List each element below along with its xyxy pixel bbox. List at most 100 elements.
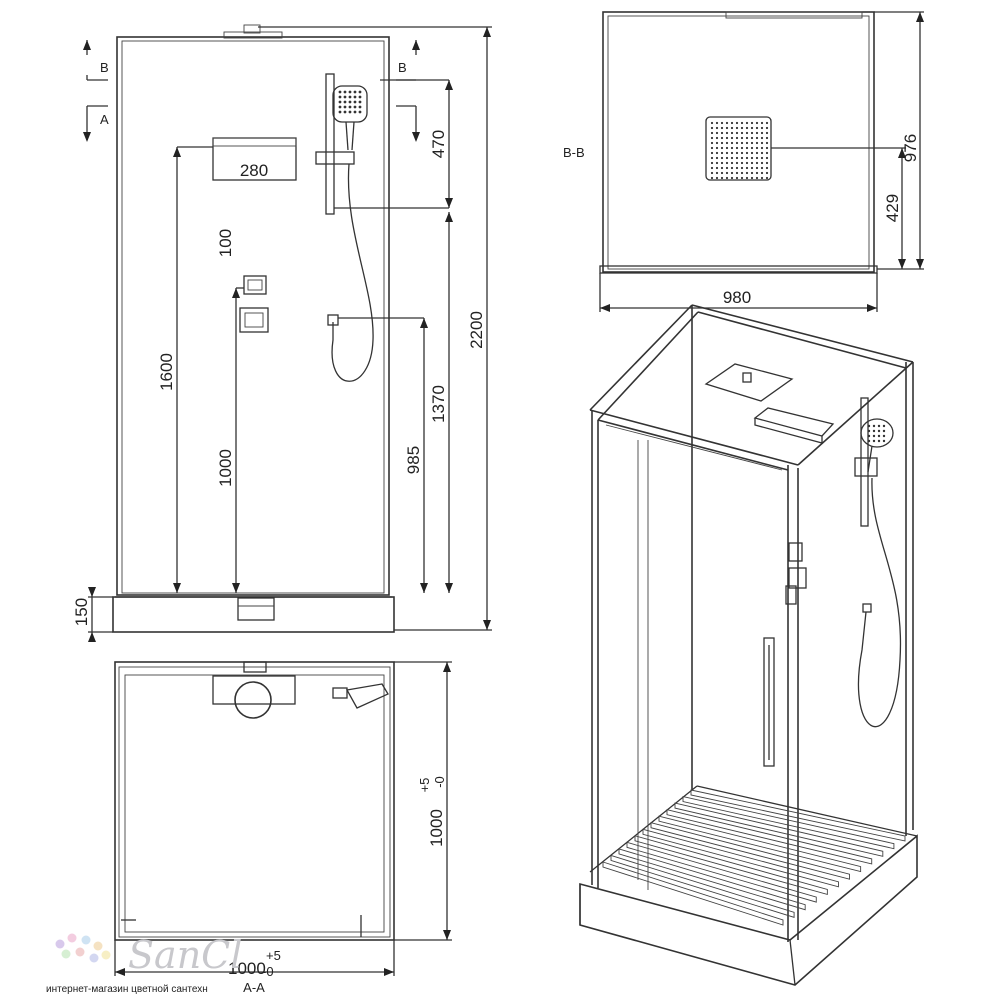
nozzle-dot <box>720 121 724 125</box>
nozzle-dot <box>867 429 871 433</box>
nozzle-dot <box>750 176 754 180</box>
shelf <box>212 137 297 181</box>
nozzle-dot <box>725 166 729 170</box>
dim-plan-width: 1000 <box>228 959 266 978</box>
dim-ceiling-depth: 976 <box>901 134 920 162</box>
section-marker-b-left <box>83 40 108 81</box>
grate-slat <box>602 861 784 926</box>
nozzle-dot <box>338 110 342 114</box>
nozzle-dot <box>740 161 744 165</box>
nozzle-dot <box>740 141 744 145</box>
nozzle-dot <box>745 146 749 150</box>
section-aa-view <box>114 661 452 976</box>
nozzle-dot <box>343 105 347 109</box>
nozzle-dot <box>710 171 714 175</box>
nozzle-dot <box>755 136 759 140</box>
nozzle-dot <box>348 95 352 99</box>
nozzle-dot <box>358 90 362 94</box>
grate-slat <box>674 802 884 857</box>
nozzle-dot <box>710 156 714 160</box>
nozzle-dot <box>877 434 881 438</box>
nozzle-dot <box>735 151 739 155</box>
nozzle-dot <box>760 161 764 165</box>
grate-slat <box>626 841 817 903</box>
nozzle-dot <box>730 171 734 175</box>
nozzle-dot <box>755 151 759 155</box>
nozzle-dot <box>725 171 729 175</box>
nozzle-dot <box>348 90 352 94</box>
nozzle-dot <box>720 136 724 140</box>
nozzle-dot <box>715 141 719 145</box>
shower-hose <box>331 163 374 382</box>
nozzle-dot <box>343 90 347 94</box>
nozzle-dot <box>735 176 739 180</box>
nozzle-dot <box>755 126 759 130</box>
nozzle-dot <box>882 429 886 433</box>
nozzle-dot <box>735 141 739 145</box>
nozzle-dot <box>740 166 744 170</box>
nozzle-dot <box>720 176 724 180</box>
nozzle-dot <box>715 151 719 155</box>
nozzle-dot <box>740 151 744 155</box>
nozzle-dot <box>715 126 719 130</box>
nozzle-dot <box>720 131 724 135</box>
nozzle-dot <box>735 156 739 160</box>
mixer-3d <box>785 542 807 605</box>
nozzle-dot <box>715 166 719 170</box>
grate-slat <box>682 795 895 850</box>
section-label-b-left: B <box>100 60 109 75</box>
nozzle-dot <box>760 146 764 150</box>
nozzle-dot <box>745 141 749 145</box>
nozzle-dot <box>730 151 734 155</box>
nozzle-dot <box>353 95 357 99</box>
dim-rail-length: 470 <box>429 130 448 158</box>
nozzle-dot <box>348 100 352 104</box>
dim-rail-height: 1370 <box>429 385 448 423</box>
hand-shower-3d-nozzles <box>867 424 886 443</box>
nozzle-dot <box>358 110 362 114</box>
nozzle-dot <box>872 439 876 443</box>
grate-slat <box>650 822 850 880</box>
front-elevation: B A B 280 <box>72 24 492 642</box>
nozzle-dot <box>735 136 739 140</box>
nozzle-dot <box>720 161 724 165</box>
nozzle-dot <box>730 161 734 165</box>
nozzle-dot <box>750 141 754 145</box>
nozzle-dot <box>710 176 714 180</box>
dim-plan-width-tol-plus: +5 <box>266 948 281 963</box>
section-marker-a-left <box>83 105 108 142</box>
nozzle-dot <box>720 166 724 170</box>
section-bb-view <box>599 11 924 312</box>
dim-plan-depth: 1000 <box>427 809 446 847</box>
section-label-aa: A-A <box>243 980 265 995</box>
dim-tray-height: 150 <box>72 598 91 626</box>
plan-hand-shower <box>332 683 389 709</box>
nozzle-dot <box>725 126 729 130</box>
nozzle-dot <box>765 121 769 125</box>
nozzle-dot <box>765 141 769 145</box>
nozzle-dot <box>760 126 764 130</box>
nozzle-dot <box>765 176 769 180</box>
nozzle-dot <box>760 176 764 180</box>
nozzle-dot <box>750 136 754 140</box>
nozzle-dot <box>353 110 357 114</box>
nozzle-dot <box>740 121 744 125</box>
shower-rail <box>315 73 355 215</box>
grate-slat <box>658 815 862 873</box>
nozzle-dot <box>720 146 724 150</box>
nozzle-dot <box>353 105 357 109</box>
shelf-3d <box>753 407 835 444</box>
nozzle-dot <box>715 176 719 180</box>
dim-shelf-width: 280 <box>240 161 268 180</box>
nozzle-dot <box>745 171 749 175</box>
nozzle-dot <box>740 171 744 175</box>
dim-lines-front <box>88 26 492 642</box>
dim-total-height: 2200 <box>467 311 486 349</box>
nozzle-dot <box>720 156 724 160</box>
nozzle-dot <box>348 110 352 114</box>
grate-slat <box>610 854 795 918</box>
nozzle-dot <box>765 166 769 170</box>
nozzle-dot <box>760 136 764 140</box>
nozzle-dot <box>725 136 729 140</box>
nozzle-dot <box>755 161 759 165</box>
